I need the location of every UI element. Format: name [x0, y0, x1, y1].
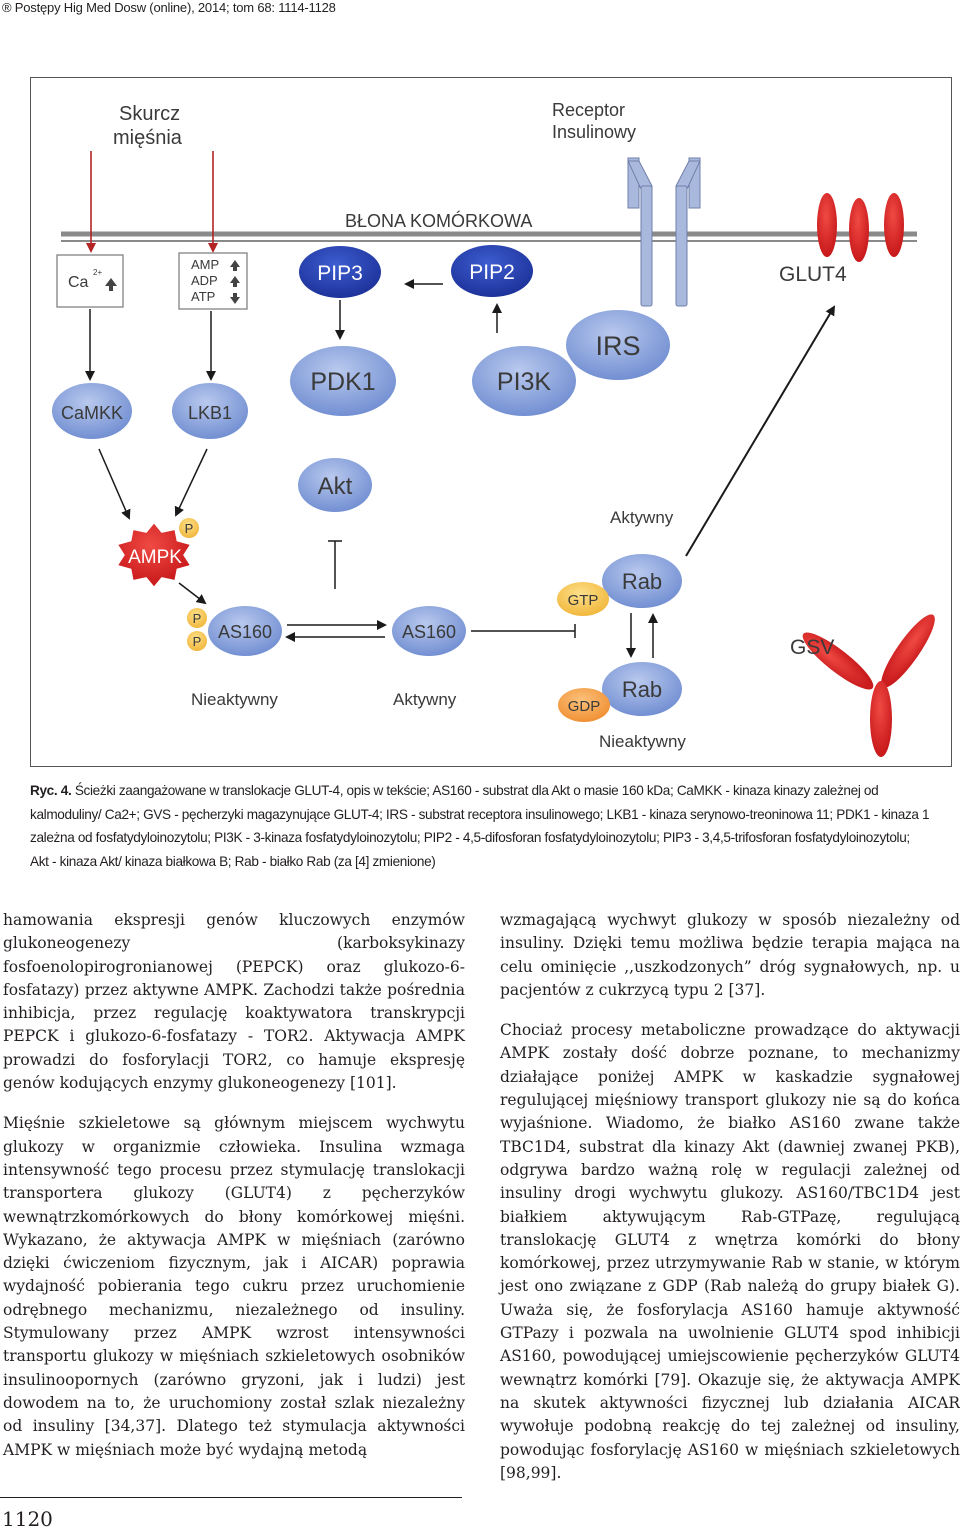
pip3-node: [299, 246, 381, 298]
as160-phospho-1-label: P: [193, 611, 202, 626]
as160-inactive-label: AS160: [218, 622, 272, 642]
paragraph: Chociaż procesy metaboliczne prowadzące …: [500, 1021, 960, 1482]
amp-label: AMP: [191, 257, 219, 272]
as160-active-node: [392, 606, 466, 656]
irs-label: IRS: [595, 331, 640, 361]
paragraph: hamowania ekspresji genów kluczowych enz…: [3, 911, 465, 1093]
inactive-label-as160: Nieaktywny: [191, 690, 278, 709]
gdp-node: [558, 688, 610, 722]
muscle-contraction-label-1: Skurcz: [119, 103, 180, 125]
caption-label: Ryc. 4.: [30, 783, 72, 798]
camkk-node: [52, 383, 132, 439]
as160-phospho-2: [187, 631, 207, 651]
pdk1-label: PDK1: [310, 368, 375, 396]
lkb1-to-ampk-arrow: [174, 448, 208, 517]
atp-label: ATP: [191, 289, 215, 304]
akt-label: Akt: [318, 473, 353, 500]
adp-up-icon: [230, 276, 240, 287]
calcium-superscript: 2+: [93, 268, 102, 277]
calcium-label: Ca: [68, 274, 89, 291]
camkk-label: CaMKK: [61, 403, 123, 423]
gsv-vesicle: [802, 614, 935, 757]
active-label-as160: Aktywny: [393, 690, 457, 709]
cell-membrane: [61, 231, 917, 242]
figure-caption: Ryc. 4. Ścieżki zaangażowane w transloka…: [30, 779, 930, 873]
body-column-left: hamowania ekspresji genów kluczowych enz…: [3, 909, 465, 1479]
insulin-receptor: [627, 157, 701, 307]
irs-node: [566, 310, 670, 380]
ampk-node: [118, 523, 190, 587]
ampk-phospho-label: P: [185, 521, 194, 536]
ampk-phospho: [179, 518, 199, 538]
adp-label: ADP: [191, 273, 218, 288]
akt-node: [298, 458, 372, 512]
rab-inactive-node: [602, 662, 682, 716]
rab-active-node: [602, 554, 682, 608]
ampk-to-as160-arrow: [178, 582, 207, 605]
gtp-node: [557, 582, 609, 616]
gtp-label: GTP: [568, 592, 599, 609]
rab-inactive-label: Rab: [622, 677, 662, 702]
as160-phospho-1: [187, 608, 207, 628]
inactive-label-rab: Nieaktywny: [599, 732, 686, 751]
gdp-label: GDP: [568, 698, 601, 715]
pi3k-node: [472, 346, 576, 416]
atp-down-icon: [230, 293, 240, 304]
body-column-right: wzmagającą wychwyt glukozy w sposób niez…: [500, 909, 960, 1502]
glut4-label: GLUT4: [779, 263, 847, 286]
pip2-label: PIP2: [469, 261, 515, 284]
rab-active-label: Rab: [622, 569, 662, 594]
lkb1-label: LKB1: [188, 403, 232, 423]
camkk-to-ampk-arrow: [98, 448, 131, 520]
paragraph: wzmagającą wychwyt glukozy w sposób niez…: [500, 911, 960, 999]
as160-inactive-node: [208, 606, 282, 656]
receptor-label-2: Insulinowy: [552, 122, 636, 142]
receptor-label-1: Receptor: [552, 100, 625, 120]
calcium-up-icon: [105, 278, 117, 291]
footer-rule: [0, 1497, 462, 1498]
as160-active-label: AS160: [402, 622, 456, 642]
paragraph: Mięśnie szkieletowe są głównym miejscem …: [3, 1114, 465, 1459]
pdk1-node: [290, 346, 396, 416]
figure-frame: BŁONA KOMÓRKOWA Skurcz mięśnia Ca 2+ AMP…: [30, 77, 952, 767]
gsv-to-glut4-arrow: [685, 305, 836, 557]
page-number: 1120: [2, 1507, 53, 1531]
pathway-diagram: BŁONA KOMÓRKOWA Skurcz mięśnia Ca 2+ AMP…: [52, 100, 935, 757]
as160-phospho-2-label: P: [193, 634, 202, 649]
membrane-label: BŁONA KOMÓRKOWA: [345, 210, 532, 231]
active-label-rab: Aktywny: [610, 508, 674, 527]
pip3-label: PIP3: [317, 262, 363, 285]
running-head: ® Postępy Hig Med Dosw (online), 2014; t…: [2, 0, 336, 15]
pip2-node: [451, 245, 533, 297]
muscle-contraction-label-2: mięśnia: [113, 127, 183, 149]
pi3k-label: PI3K: [497, 368, 552, 396]
caption-text: Ścieżki zaangażowane w translokacje GLUT…: [30, 783, 930, 869]
ampk-label: AMPK: [128, 547, 182, 568]
lkb1-node: [172, 383, 248, 439]
gsv-label: GSV: [790, 636, 834, 659]
glut4-transporters: [817, 193, 904, 262]
amp-up-icon: [230, 260, 240, 271]
